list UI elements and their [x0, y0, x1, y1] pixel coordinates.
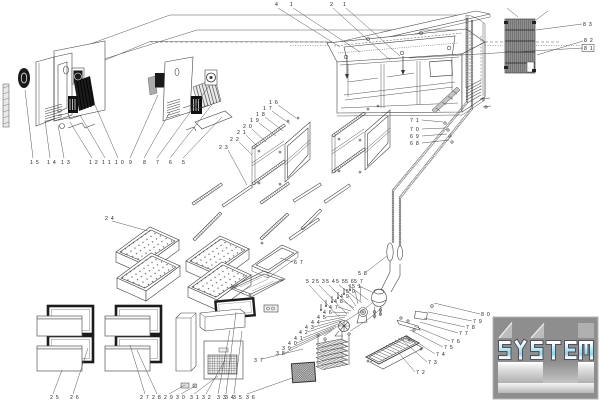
svg-text:6 9: 6 9: [410, 134, 420, 140]
svg-text:2 3: 2 3: [219, 145, 229, 151]
svg-text:3 0: 3 0: [176, 395, 186, 401]
svg-text:4 2: 4 2: [299, 330, 309, 336]
svg-text:4 4: 4 4: [311, 320, 321, 326]
svg-text:2 9: 2 9: [164, 395, 174, 401]
svg-text:3 7: 3 7: [254, 358, 264, 364]
svg-text:7 5: 7 5: [444, 345, 454, 351]
svg-text:4 7: 4 7: [329, 305, 339, 311]
svg-text:1 8: 1 8: [256, 112, 266, 118]
svg-text:2 2: 2 2: [230, 137, 240, 143]
svg-text:3 3: 3 3: [217, 395, 227, 401]
svg-text:5 5: 5 5: [336, 279, 346, 285]
svg-text:7 4: 7 4: [436, 352, 446, 358]
svg-text:7 8: 7 8: [466, 325, 476, 331]
svg-text:1: 1: [343, 2, 347, 8]
svg-text:8: 8: [143, 160, 147, 166]
svg-text:5 7: 5 7: [354, 279, 364, 285]
svg-text:3 9: 3 9: [282, 346, 292, 352]
svg-text:4 5: 4 5: [317, 315, 327, 321]
svg-text:5 2: 5 2: [306, 279, 316, 285]
svg-text:3 8: 3 8: [276, 351, 286, 357]
svg-text:4 8: 4 8: [334, 299, 344, 305]
svg-text:8 1: 8 1: [584, 46, 594, 52]
svg-text:4 3: 4 3: [305, 325, 315, 331]
svg-text:8 2: 8 2: [584, 38, 594, 44]
svg-text:4 6: 4 6: [323, 310, 333, 316]
svg-text:5 1: 5 1: [352, 284, 362, 290]
svg-text:2 5: 2 5: [50, 395, 60, 401]
svg-text:5 4: 5 4: [326, 279, 336, 285]
svg-text:3 5: 3 5: [233, 395, 243, 401]
svg-text:5 0: 5 0: [346, 289, 356, 295]
svg-text:4 9: 4 9: [340, 294, 350, 300]
svg-text:3 6: 3 6: [246, 395, 256, 401]
svg-text:2 8: 2 8: [152, 395, 162, 401]
svg-text:2 4: 2 4: [105, 216, 115, 222]
svg-text:7: 7: [156, 160, 160, 166]
svg-text:3 1: 3 1: [190, 395, 200, 401]
svg-text:5 3: 5 3: [316, 279, 326, 285]
svg-text:2 0: 2 0: [243, 124, 253, 130]
svg-text:1 7: 1 7: [263, 106, 273, 112]
svg-text:3 2: 3 2: [202, 395, 212, 401]
svg-text:6: 6: [169, 160, 173, 166]
svg-text:1 3: 1 3: [61, 160, 71, 166]
svg-text:1 6: 1 6: [269, 100, 279, 106]
svg-text:5 6: 5 6: [345, 279, 355, 285]
svg-text:7 1: 7 1: [410, 118, 420, 124]
svg-text:7 6: 7 6: [451, 339, 461, 345]
svg-text:4: 4: [275, 2, 279, 8]
svg-text:9: 9: [129, 160, 133, 166]
svg-text:3 4: 3 4: [225, 395, 235, 401]
svg-text:5 8: 5 8: [358, 271, 368, 277]
svg-text:7 3: 7 3: [428, 360, 438, 366]
svg-text:2 7: 2 7: [140, 395, 150, 401]
svg-text:7 9: 7 9: [473, 319, 483, 325]
svg-text:1 9: 1 9: [250, 118, 260, 124]
svg-text:1 0: 1 0: [115, 160, 125, 166]
svg-text:2 6: 2 6: [70, 395, 80, 401]
svg-text:6 8: 6 8: [410, 141, 420, 147]
svg-text:6 7: 6 7: [294, 260, 304, 266]
svg-text:7 2: 7 2: [416, 370, 426, 376]
svg-text:5: 5: [182, 160, 186, 166]
svg-text:1 1: 1 1: [102, 160, 112, 166]
svg-text:4 1: 4 1: [294, 336, 304, 342]
svg-text:8 0: 8 0: [481, 312, 491, 318]
svg-text:1: 1: [290, 2, 294, 8]
svg-text:1 2: 1 2: [89, 160, 99, 166]
svg-text:4 0: 4 0: [288, 341, 298, 347]
svg-text:2: 2: [330, 2, 334, 8]
svg-text:1 4: 1 4: [47, 160, 57, 166]
svg-text:7 7: 7 7: [459, 331, 469, 337]
svg-text:7 0: 7 0: [410, 127, 420, 133]
svg-text:1 5: 1 5: [30, 160, 40, 166]
svg-text:8 3: 8 3: [583, 22, 593, 28]
svg-text:2 1: 2 1: [237, 130, 247, 136]
